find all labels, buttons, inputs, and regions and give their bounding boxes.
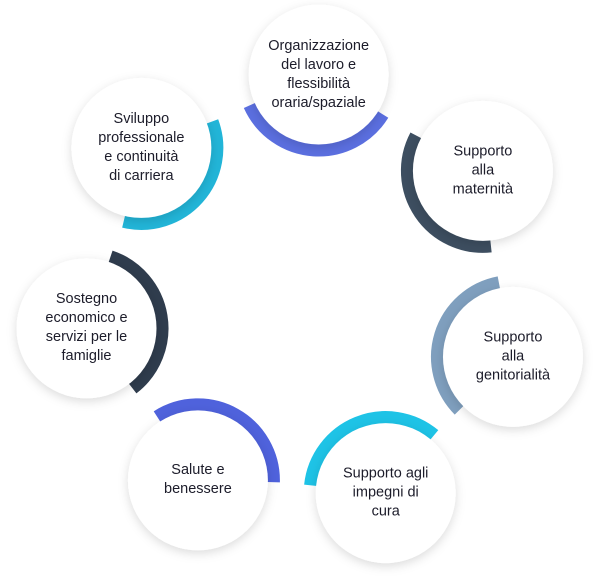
arc-impegni-cura (304, 411, 439, 487)
node-circle-sostegno (16, 258, 157, 399)
node-label-genitorialita: Supporto alla genitorialità (475, 329, 551, 384)
node-label-sviluppo: Sviluppo professionale e continuità di c… (98, 110, 185, 184)
node-circle-genitorialita (442, 286, 583, 427)
arc-maternita (400, 132, 492, 253)
node-circle-salute (127, 410, 268, 551)
node-circle-impegni-cura (315, 423, 456, 564)
node-circle-organizzazione (248, 4, 389, 145)
arc-salute (153, 398, 280, 483)
node-circle-maternita (412, 100, 553, 241)
arc-genitorialita (431, 276, 501, 415)
node-circles (16, 4, 583, 564)
arc-sviluppo (122, 119, 224, 230)
node-label-organizzazione: Organizzazione del lavoro e flessibilità… (268, 37, 370, 111)
arc-organizzazione (243, 102, 389, 157)
node-label-impegni-cura: Supporto agli impegni di cura (342, 465, 429, 520)
connector-arcs (108, 102, 501, 487)
node-label-sostegno: Sostegno economico e servizi per le fami… (45, 291, 128, 365)
node-label-maternita: Supporto alla maternità (452, 143, 514, 198)
node-label-salute: Salute e benessere (164, 462, 232, 498)
arc-sostegno (108, 250, 169, 394)
node-circle-sviluppo (71, 77, 212, 218)
